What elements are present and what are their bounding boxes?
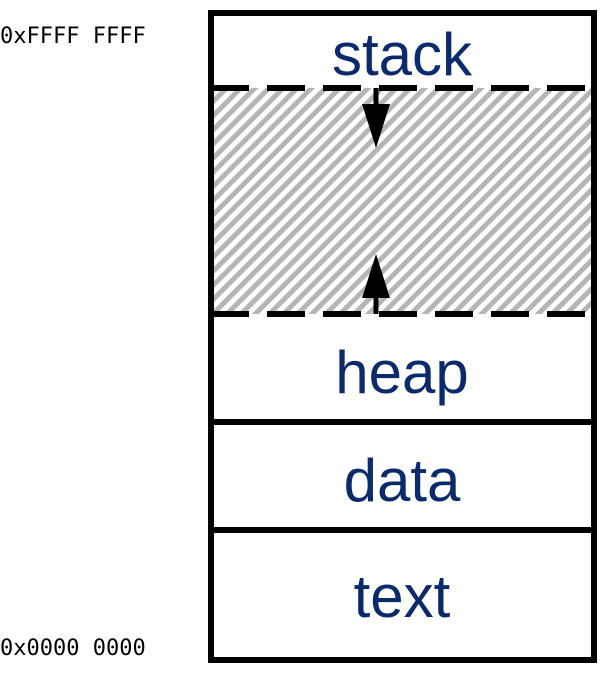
arrow-up-icon xyxy=(362,254,390,314)
segment-label-data: data xyxy=(344,447,461,514)
segment-label-stack: stack xyxy=(332,21,473,88)
segment-label-text: text xyxy=(354,563,451,630)
memory-outer-border xyxy=(208,10,597,663)
segment-label-heap: heap xyxy=(335,339,468,406)
free-space-region xyxy=(211,88,594,314)
address-bottom-label: 0x0000 0000 xyxy=(0,636,146,661)
arrow-down-icon xyxy=(362,88,390,148)
address-top-label: 0xFFFF FFFF xyxy=(0,24,146,49)
